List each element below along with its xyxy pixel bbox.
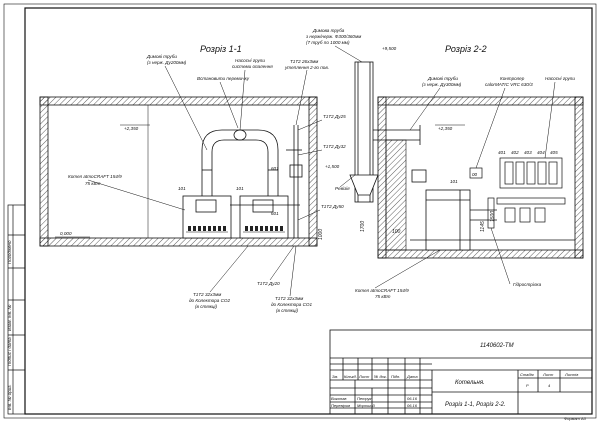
margin-inv-orig: Інв. № ориг. <box>7 384 12 410</box>
revision-label: Ревізія <box>335 186 350 191</box>
tag-b3: 101 <box>450 179 458 184</box>
s2-boiler-label: Котел atmoCRAFT 154/9 <box>355 288 409 293</box>
format-label: Формат А3 <box>564 416 587 421</box>
s2-flue-label: Димові труби <box>427 76 458 81</box>
dim-100: 100 <box>392 229 401 235</box>
dim-1000: 1000 <box>318 229 324 240</box>
margin-replace-inv: Взам. інв. № <box>7 305 12 331</box>
chimney-label-3: (7 труб по 1000 мм) <box>306 40 350 45</box>
object-name: Котельня. <box>455 380 485 386</box>
role-2: Перевірив <box>331 403 350 408</box>
tag-s2: 601 <box>271 211 279 216</box>
main-chimney <box>349 61 421 203</box>
pipe-top-label: Т1Т2 26х3мм <box>290 59 319 64</box>
date-1: 06.16 <box>407 396 418 401</box>
tag-p1: 401 <box>498 150 506 155</box>
col-pidp: Підп. <box>391 374 400 379</box>
name-1: Петрук <box>357 396 372 401</box>
s1-flue-label: Димові труби <box>146 54 177 59</box>
level-2350-b: +2,350 <box>438 126 453 131</box>
t1t2-50-label: Т1Т2 Ду50 <box>321 204 344 209</box>
controller-label-2: calorMATIC VRC 630/3 <box>485 82 533 87</box>
col-doc: № док. <box>374 374 387 379</box>
col-co1-label-3: (в стяжці) <box>276 308 299 313</box>
leader-lines <box>55 45 556 297</box>
dim-1500: 1500 <box>490 211 496 222</box>
t1t2-25-label: Т1Т2 Ду25 <box>323 114 346 119</box>
hydro-label: Гідрострілка <box>513 282 542 287</box>
s1-pumps-label-2: системи опалення <box>232 64 273 69</box>
section-1-walls <box>39 96 318 247</box>
section-2-boiler <box>411 169 471 251</box>
tag-p3: 403 <box>524 150 532 155</box>
date-2: 06.16 <box>407 403 418 408</box>
s1-boiler-label-2: 75 кВт <box>85 181 101 186</box>
tag-ctrl: 00 <box>472 172 478 177</box>
tag-s1: 601 <box>271 166 279 171</box>
margin-approved: Погоджено <box>7 240 12 264</box>
level-0: 0,000 <box>60 231 72 236</box>
tag-b2: 101 <box>236 186 244 191</box>
controller-label: Контролер <box>500 76 525 81</box>
col-data: Дата <box>406 374 418 379</box>
level-9500: +9,500 <box>382 46 397 51</box>
sheet-value: 4 <box>548 383 551 388</box>
dim-1145: 1145 <box>480 221 486 232</box>
s1-boiler-label: Котел atmoCRAFT 154/9 <box>68 174 122 179</box>
section-1-pipework <box>230 125 303 238</box>
section-2-pipes <box>410 209 575 241</box>
tag-p2: 402 <box>511 150 519 155</box>
tag-p4: 404 <box>537 150 545 155</box>
sheet-header: Лист <box>542 372 554 377</box>
chimney-label: Димова труба <box>312 28 345 33</box>
col-co1-label-2: до Колектора СО1 <box>271 302 312 307</box>
margin-sign-date: Підпис і дата <box>7 337 12 366</box>
s1-pumps-label: Насосні групи <box>235 58 265 63</box>
t1t2-32-label: Т1Т2 Ду32 <box>323 144 346 149</box>
t1t2-20-label: Т1Т2 Ду20 <box>257 281 280 286</box>
level-1500: +1,500 <box>325 164 340 169</box>
col-list: Лист <box>358 374 370 379</box>
sheets-header: Листів <box>564 372 578 377</box>
name-2: Мороший <box>357 403 376 408</box>
install-trap-label: Встановити перемичку <box>197 76 250 81</box>
col-co1-label: Т1Т2 32х3мм <box>275 296 304 301</box>
col-kilk: Кількд. <box>344 374 357 379</box>
section-2-walls <box>377 96 584 259</box>
s2-boiler-label-2: 75 кВт <box>375 294 391 299</box>
section-1-boilers <box>182 195 289 239</box>
s1-flue-label-2: (з нерж. Ду200мм) <box>147 60 187 65</box>
section-1-title: Розріз 1-1 <box>200 44 242 54</box>
col-co2-label: Т1Т2 32х3мм <box>193 292 222 297</box>
tag-b1: 101 <box>178 186 186 191</box>
margin-stamp <box>7 204 26 415</box>
doc-code: 1140602-ТМ <box>480 343 514 349</box>
col-zm: Зм. <box>332 374 338 379</box>
role-1: Виконав <box>331 396 347 401</box>
dim-1700: 1700 <box>360 221 366 232</box>
pipe-top-label-2: утеплення 2-го пов. <box>284 65 329 70</box>
level-2350-a: +2,350 <box>124 126 139 131</box>
title-block <box>329 329 593 415</box>
stage-value: Р <box>526 383 529 388</box>
col-co2-label-3: (в стяжці) <box>195 304 218 309</box>
stage-header: Стадія <box>520 372 535 377</box>
s2-flue-label-2: (з нерж. Ду300мм) <box>422 82 462 87</box>
s2-pumps-label: Насосні групи <box>545 76 575 81</box>
tag-p5: 405 <box>550 150 558 155</box>
chimney-label-2: з нерж/нерж. Ф300/360мм <box>305 34 362 39</box>
sheet-title: Розріз 1-1, Розріз 2-2. <box>445 402 506 408</box>
section-2-title: Розріз 2-2 <box>445 44 487 54</box>
section-2-pump-groups <box>469 157 566 229</box>
col-co2-label-2: до Колектора СО2 <box>189 298 230 303</box>
